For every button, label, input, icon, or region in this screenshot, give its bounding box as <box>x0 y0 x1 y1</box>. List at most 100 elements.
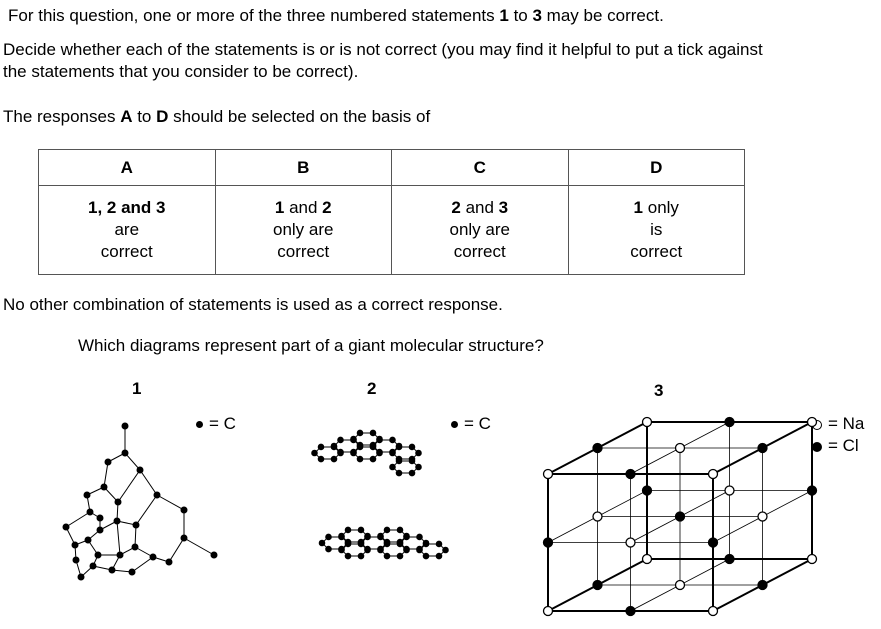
lattice-edge <box>762 558 813 586</box>
chloride-ion <box>542 537 554 548</box>
cell-c-plain: and <box>460 198 499 217</box>
chloride-ion <box>592 442 603 454</box>
carbon-atom <box>325 533 332 541</box>
cell-a: 1, 2 and 3 are correct <box>38 185 216 275</box>
response-table-body-row: 1, 2 and 3 are correct 1 and 2 only are … <box>38 185 745 275</box>
lattice-edge <box>762 421 813 449</box>
chloride-ion <box>724 416 735 428</box>
sodium-ion <box>724 485 735 496</box>
cell-d-line3: correct <box>630 242 683 261</box>
sodium-ion <box>707 468 719 480</box>
sodium-chloride-lattice-diagram <box>542 416 818 617</box>
chloride-ion <box>757 579 768 591</box>
lattice-edge <box>679 558 730 586</box>
lattice-edge <box>630 516 681 543</box>
legend-carbon-2: = C <box>451 414 491 434</box>
sodium-ion <box>806 553 818 565</box>
carbon-atom <box>403 532 410 540</box>
cell-b-line3: correct <box>277 242 330 261</box>
sodium-ion <box>542 468 554 480</box>
chloride-ion <box>757 442 768 454</box>
instruction-line-1: For this question, one or more of the th… <box>8 6 664 26</box>
cell-d-bold1: 1 <box>633 198 644 217</box>
carbon-atom <box>377 532 384 540</box>
carbon-atom <box>356 455 364 463</box>
instruction-bold-3: 3 <box>532 6 542 25</box>
carbon-atom <box>344 540 352 548</box>
carbon-atom <box>435 540 443 548</box>
carbon-atom <box>369 455 377 463</box>
cell-b: 1 and 2 only are correct <box>214 185 392 275</box>
responses-text: The responses <box>3 107 121 126</box>
figure-1-label: 1 <box>132 379 142 398</box>
cell-c: 2 and 3 only are correct <box>391 185 569 275</box>
sodium-ion <box>757 511 768 522</box>
chloride-ion <box>625 605 636 617</box>
lattice-edge <box>630 447 681 475</box>
cell-d: 1 only is correct <box>567 185 745 275</box>
diamond-structure-diagram <box>62 422 218 581</box>
legend-carbon-1-text: = C <box>209 414 236 433</box>
legend-sodium-text: = Na <box>828 414 865 433</box>
lattice-edge <box>597 490 648 517</box>
figure-3-label: 3 <box>654 381 664 400</box>
carbon-atom <box>408 469 416 477</box>
carbon-atom <box>356 441 364 449</box>
cell-b-bold1: 1 <box>274 198 285 217</box>
cell-c-bold2: 3 <box>498 198 509 217</box>
lattice-edge <box>630 584 681 612</box>
responses-text: to <box>132 107 157 126</box>
carbon-atom <box>376 449 383 457</box>
carbon-atom <box>396 552 404 560</box>
lattice-edge <box>547 516 598 543</box>
cell-a-line2: are <box>114 220 140 239</box>
cell-c-line3: correct <box>453 242 506 261</box>
carbon-atom <box>408 457 416 465</box>
response-table: A B C D 1, 2 and 3 are correct 1 and 2 o… <box>38 149 745 275</box>
carbon-atom <box>395 457 403 465</box>
responses-text: should be selected on the basis of <box>168 107 431 126</box>
carbon-atom <box>318 539 326 547</box>
legend-chloride: = Cl <box>812 436 859 456</box>
legend-carbon-2-text: = C <box>464 414 491 433</box>
figure-2-label: 2 <box>367 379 377 398</box>
carbon-atom <box>330 443 338 451</box>
carbon-atom <box>383 540 391 548</box>
responses-bold-a: A <box>120 107 133 126</box>
responses-line: The responses A to D should be selected … <box>3 107 430 127</box>
filled-dot-icon <box>196 421 203 429</box>
lattice-edge <box>547 584 598 612</box>
cell-c-bold1: 2 <box>451 198 461 217</box>
cell-a-line3: correct <box>100 242 153 261</box>
carbon-atom <box>376 435 383 443</box>
cell-b-plain: and <box>284 198 323 217</box>
carbon-atom <box>422 540 430 548</box>
carbon-atom <box>383 526 391 534</box>
carbon-atom <box>337 436 344 444</box>
carbon-atom <box>422 552 430 560</box>
chloride-ion <box>724 553 735 565</box>
lattice-edge <box>547 447 598 475</box>
cell-d-plain: only <box>643 198 679 217</box>
lattice-edge <box>597 558 648 586</box>
lattice-edge <box>679 490 730 517</box>
carbon-atom <box>330 455 338 463</box>
carbon-atom <box>395 469 403 477</box>
legend-carbon-1: = C <box>196 414 236 434</box>
lattice-edge <box>712 516 763 543</box>
sodium-ion <box>542 605 554 617</box>
instruction-bold-1: 1 <box>499 6 509 25</box>
cell-b-line2: only are <box>273 220 334 239</box>
lattice-edge <box>762 490 813 517</box>
carbon-atom <box>338 546 345 554</box>
legend-chloride-text: = Cl <box>828 436 859 455</box>
instruction-text: For this question, one or more of the th… <box>8 6 500 25</box>
no-other-note: No other combination of statements is us… <box>3 295 503 314</box>
instruction-text: to <box>508 6 533 25</box>
carbon-atom <box>364 546 371 554</box>
carbon-atom <box>396 540 404 548</box>
carbon-atom <box>403 546 410 554</box>
instruction-text: may be correct. <box>541 6 664 25</box>
carbon-atom <box>369 441 377 449</box>
